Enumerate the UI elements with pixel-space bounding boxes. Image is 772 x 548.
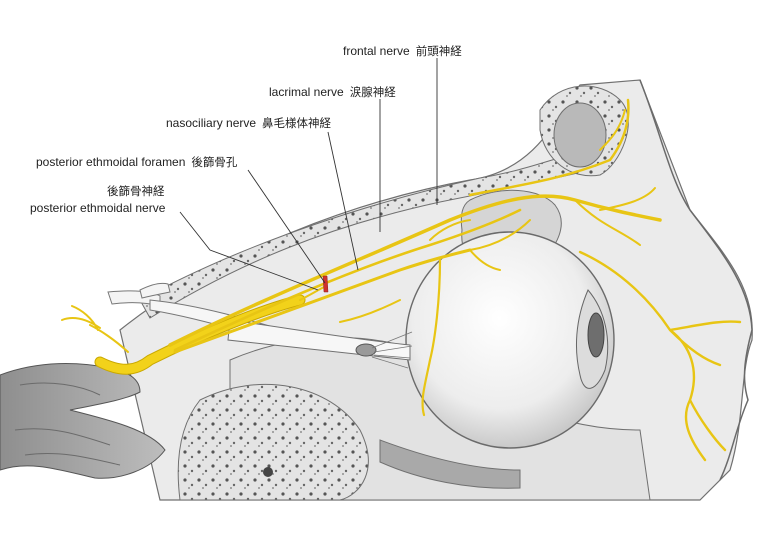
- nasociliary-nerve: [173, 248, 472, 354]
- muscle-stump: [0, 363, 166, 479]
- label-nasociliary-nerve-ja: 鼻毛様体神経: [262, 116, 332, 130]
- label-posterior-ethmoidal-nerve-en: posterior ethmoidal nerve: [30, 201, 165, 215]
- leader-posterior-ethmoidal-nerve: [179, 211, 319, 291]
- lacrimal-nerve: [173, 208, 522, 352]
- leader-lines: [179, 58, 438, 291]
- label-nasociliary-nerve-en: nasociliary nerve: [166, 116, 257, 130]
- label-frontal-nerve-en: frontal nerve: [343, 44, 410, 58]
- label-lacrimal-nerve-ja: 涙腺神経: [349, 85, 396, 99]
- label-posterior-ethmoidal-nerve-ja: 後篩骨神経: [107, 184, 165, 198]
- label-posterior-ethmoidal-nerve-en-text: posterior ethmoidal nerve: [30, 201, 166, 215]
- label-frontal-nerve-ja: 前頭神経: [415, 44, 462, 58]
- nerve-network: [61, 98, 742, 462]
- label-frontal-nerve: frontal nerve 前頭神経: [343, 44, 462, 58]
- label-nasociliary-nerve: nasociliary nerve 鼻毛様体神経: [166, 116, 331, 130]
- leader-posterior-ethmoidal-foramen: [247, 169, 326, 284]
- label-lacrimal-nerve: lacrimal nerve 涙腺神経: [269, 85, 396, 99]
- label-posterior-ethmoidal-nerve-ja-text: 後篩骨神経: [107, 184, 165, 198]
- eyeball: [405, 231, 615, 449]
- optic-nerve: [227, 319, 413, 369]
- label-posterior-ethmoidal-foramen-ja: 後篩骨孔: [191, 155, 238, 169]
- ciliary-ganglion: [355, 343, 377, 357]
- posterior-ethmoidal-foramen-marker: [322, 275, 329, 293]
- leader-nasociliary-nerve: [327, 131, 359, 271]
- label-posterior-ethmoidal-foramen: posterior ethmoidal foramen 後篩骨孔: [36, 155, 237, 169]
- label-posterior-ethmoidal-foramen-en: posterior ethmoidal foramen: [36, 155, 186, 169]
- label-lacrimal-nerve-en: lacrimal nerve: [269, 85, 344, 99]
- cornea-iris: [587, 312, 605, 358]
